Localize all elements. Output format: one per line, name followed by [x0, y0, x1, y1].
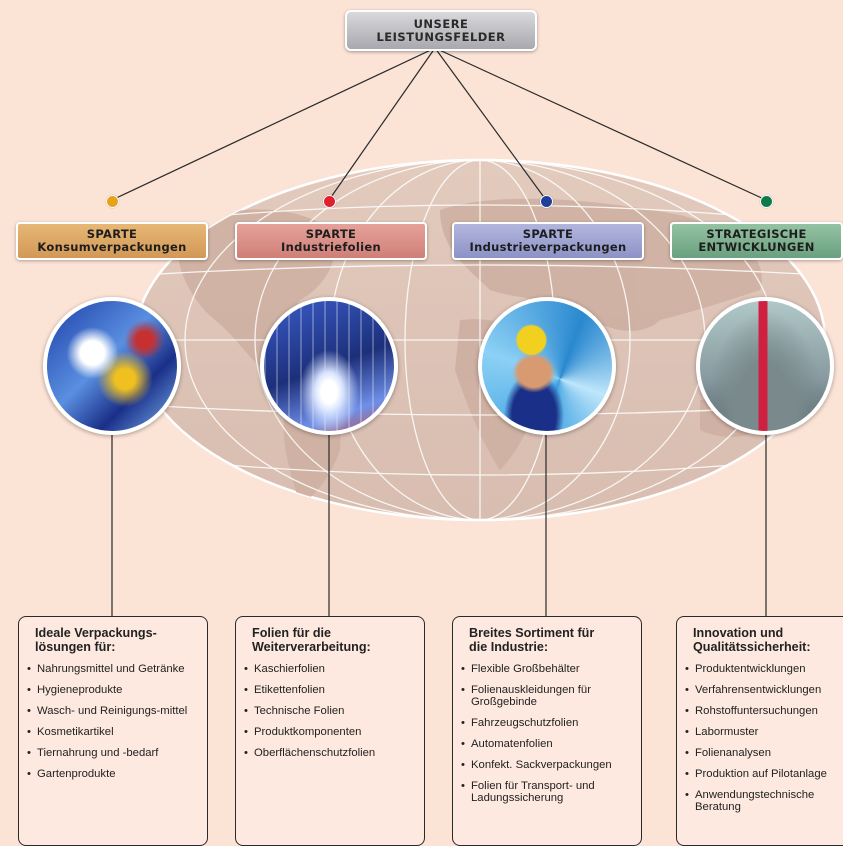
list-item: Automatenfolien — [461, 738, 635, 750]
division-box-films: SPARTE Industriefolien — [235, 222, 427, 260]
list-item: Folienauskleidungen für Großgebinde — [461, 684, 635, 708]
card-heading: Ideale Verpackungs-lösungen für: — [35, 626, 157, 654]
division-label-top: STRATEGISCHE — [706, 227, 807, 241]
header-title-line1: UNSERE — [413, 16, 469, 31]
list-item: Verfahrensentwicklungen — [685, 684, 843, 696]
list-item: Kaschierfolien — [244, 663, 418, 675]
list-item: Kosmetikartikel — [27, 726, 201, 738]
division-dot-strategic — [760, 195, 773, 208]
header-title: UNSERE LEISTUNGSFELDER — [345, 10, 537, 51]
list-item: Produktentwicklungen — [685, 663, 843, 675]
list-item: Flexible Großbehälter — [461, 663, 635, 675]
card-list: Nahrungsmittel und Getränke Hygieneprodu… — [27, 663, 201, 780]
list-item: Gartenprodukte — [27, 768, 201, 780]
division-dot-industrial — [540, 195, 553, 208]
list-item: Hygieneprodukte — [27, 684, 201, 696]
card-list: Produktentwicklungen Verfahrensentwicklu… — [685, 663, 843, 813]
list-item: Technische Folien — [244, 705, 418, 717]
division-label-bottom: Konsumverpackungen — [37, 240, 187, 254]
list-item: Folienanalysen — [685, 747, 843, 759]
division-dot-consumer — [106, 195, 119, 208]
list-item: Rohstoffuntersuchungen — [685, 705, 843, 717]
list-item: Tiernahrung und -bedarf — [27, 747, 201, 759]
list-item: Nahrungsmittel und Getränke — [27, 663, 201, 675]
division-label-top: SPARTE — [86, 227, 138, 241]
laboratory-photo — [696, 297, 834, 435]
card-consumer: Ideale Verpackungs-lösungen für: Nahrung… — [18, 616, 208, 846]
division-box-strategic: STRATEGISCHE ENTWICKLUNGEN — [670, 222, 843, 260]
worker-with-phone-photo — [478, 297, 616, 435]
division-label-top: SPARTE — [305, 227, 357, 241]
division-label-top: SPARTE — [522, 227, 574, 241]
list-item: Folien für Transport- und Ladungssicheru… — [461, 780, 635, 804]
division-box-industrial: SPARTE Industrieverpackungen — [452, 222, 644, 260]
list-item: Wasch- und Reinigungs-mittel — [27, 705, 201, 717]
list-item: Oberflächenschutzfolien — [244, 747, 418, 759]
division-label-bottom: Industrieverpackungen — [469, 240, 627, 254]
division-dot-films — [323, 195, 336, 208]
header-title-line2: LEISTUNGSFELDER — [376, 29, 506, 44]
card-list: Flexible Großbehälter Folienauskleidunge… — [461, 663, 635, 804]
list-item: Fahrzeugschutzfolien — [461, 717, 635, 729]
list-item: Labormuster — [685, 726, 843, 738]
list-item: Etikettenfolien — [244, 684, 418, 696]
industrial-film-photo — [260, 297, 398, 435]
list-item: Anwendungstechnische Beratung — [685, 789, 843, 813]
list-item: Produktkomponenten — [244, 726, 418, 738]
list-item: Produktion auf Pilotanlage — [685, 768, 843, 780]
packaging-photo — [43, 297, 181, 435]
card-list: Kaschierfolien Etikettenfolien Technisch… — [244, 663, 418, 759]
division-label-bottom: Industriefolien — [281, 240, 381, 254]
list-item: Konfekt. Sackverpackungen — [461, 759, 635, 771]
division-box-consumer: SPARTE Konsumverpackungen — [16, 222, 208, 260]
division-label-bottom: ENTWICKLUNGEN — [698, 240, 815, 254]
